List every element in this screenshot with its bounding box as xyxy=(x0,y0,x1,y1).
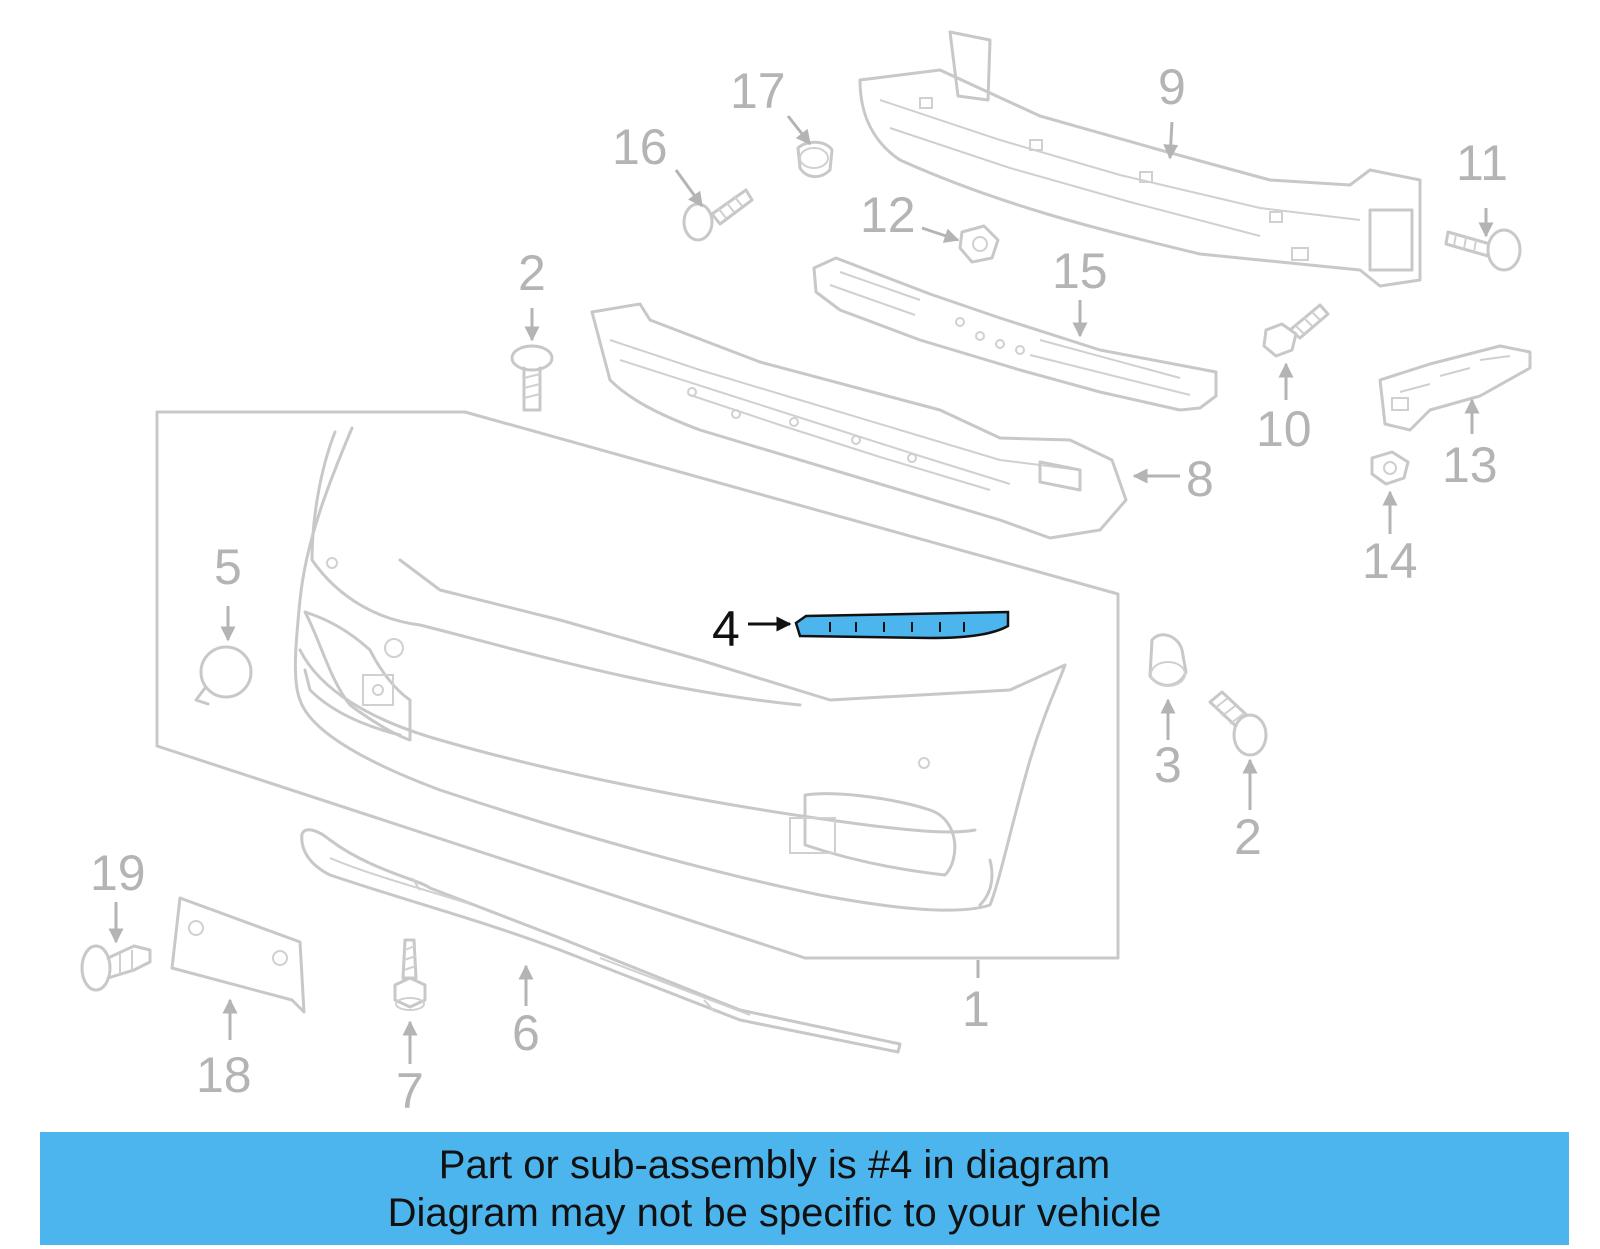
callout-18: 18 xyxy=(196,1047,252,1103)
callout-1: 1 xyxy=(962,981,990,1037)
part-15-center-bracket xyxy=(812,256,1218,412)
part-3-clip xyxy=(1148,633,1188,687)
part-7-screw xyxy=(393,938,427,1011)
callout-labels: 1 2 2 3 4 5 6 7 8 9 10 11 12 13 14 15 16… xyxy=(90,59,1508,1119)
callout-7: 7 xyxy=(396,1063,424,1119)
banner-line-part-reference: Part or sub-assembly is #4 in diagram xyxy=(438,1142,1111,1187)
part-11-bolt xyxy=(1444,228,1522,272)
callout-15: 15 xyxy=(1052,243,1108,299)
callout-13: 13 xyxy=(1442,437,1498,493)
leader-arrows xyxy=(108,115,1494,1064)
callout-9: 9 xyxy=(1158,59,1186,115)
callout-3: 3 xyxy=(1154,737,1182,793)
part-9-reinforcement-beam xyxy=(858,30,1422,288)
part-13-bracket xyxy=(1378,344,1532,432)
part-18-license-bracket xyxy=(170,896,306,1014)
part-1-bumper-cover-assembly xyxy=(155,410,1120,960)
part-10-bolt xyxy=(1262,303,1330,358)
part-19-push-pin xyxy=(80,944,152,992)
part-14-nut xyxy=(1370,450,1410,486)
callout-19: 19 xyxy=(90,845,146,901)
part-8-energy-absorber xyxy=(590,302,1128,540)
part-17-clip xyxy=(796,140,834,178)
part-2-bolt-upper xyxy=(510,344,554,412)
callout-4: 4 xyxy=(712,601,740,657)
part-5-grommet xyxy=(194,645,253,706)
callout-6: 6 xyxy=(512,1005,540,1061)
callout-10: 10 xyxy=(1256,401,1312,457)
callout-17: 17 xyxy=(730,63,786,119)
part-4-highlighted-molding xyxy=(794,610,1010,640)
callout-8: 8 xyxy=(1186,451,1214,507)
info-banner: Part or sub-assembly is #4 in diagram Di… xyxy=(40,1132,1569,1245)
part-12-nut xyxy=(958,224,1000,264)
callout-12: 12 xyxy=(860,187,916,243)
callout-2-lower: 2 xyxy=(1234,809,1262,865)
banner-line-disclaimer: Diagram may not be specific to your vehi… xyxy=(387,1190,1162,1235)
callout-11: 11 xyxy=(1456,135,1508,191)
part-2-bolt-lower xyxy=(1208,690,1268,757)
callout-14: 14 xyxy=(1362,533,1418,589)
callout-2-upper: 2 xyxy=(518,245,546,301)
callout-16: 16 xyxy=(612,119,668,175)
part-6-lower-deflector xyxy=(300,828,902,1054)
callout-5: 5 xyxy=(214,539,242,595)
part-16-bolt xyxy=(682,188,754,242)
